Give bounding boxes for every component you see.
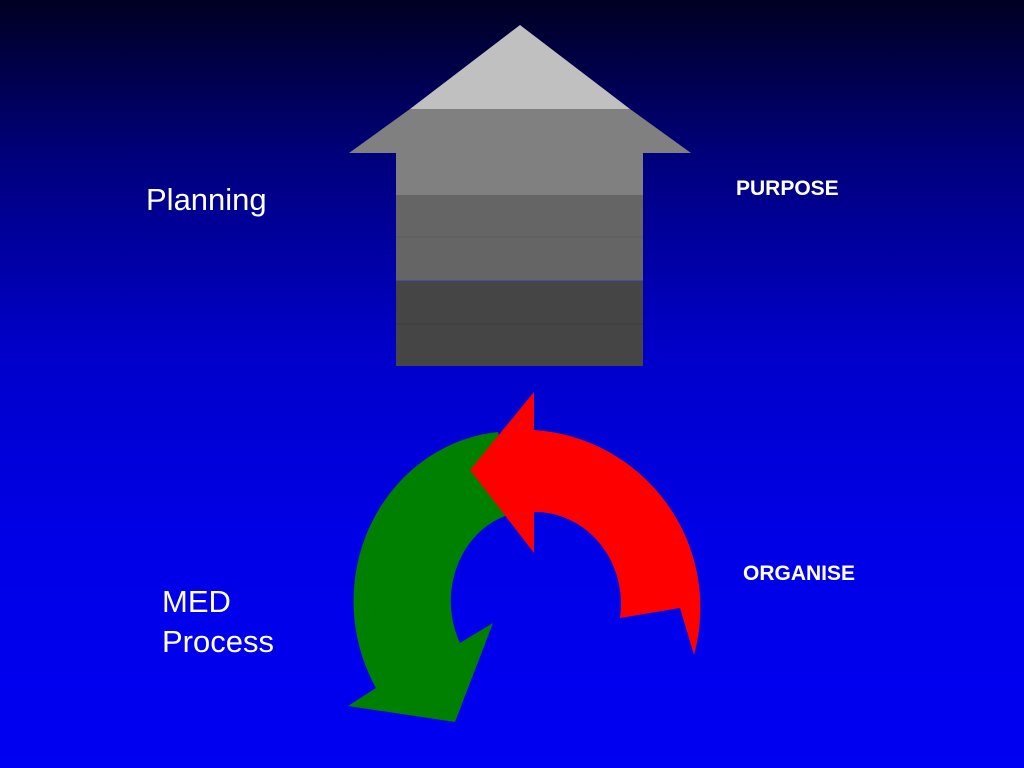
arrow-tip-section bbox=[410, 25, 630, 109]
planning-label: Planning bbox=[146, 182, 267, 217]
green-cycle-arrow bbox=[348, 432, 520, 722]
med-process-label: MED Process bbox=[162, 582, 274, 662]
arrow-head-band bbox=[349, 109, 691, 195]
cycle-arrows-icon bbox=[348, 392, 701, 722]
arrow-band-middle bbox=[396, 195, 643, 281]
organise-label: ORGANISE bbox=[743, 562, 856, 585]
med-process-line-2: Process bbox=[162, 624, 274, 659]
med-process-line-1: MED bbox=[162, 584, 231, 619]
red-cycle-arrow bbox=[470, 392, 701, 655]
up-arrow-icon bbox=[349, 25, 691, 366]
purpose-label: PURPOSE bbox=[736, 177, 839, 200]
